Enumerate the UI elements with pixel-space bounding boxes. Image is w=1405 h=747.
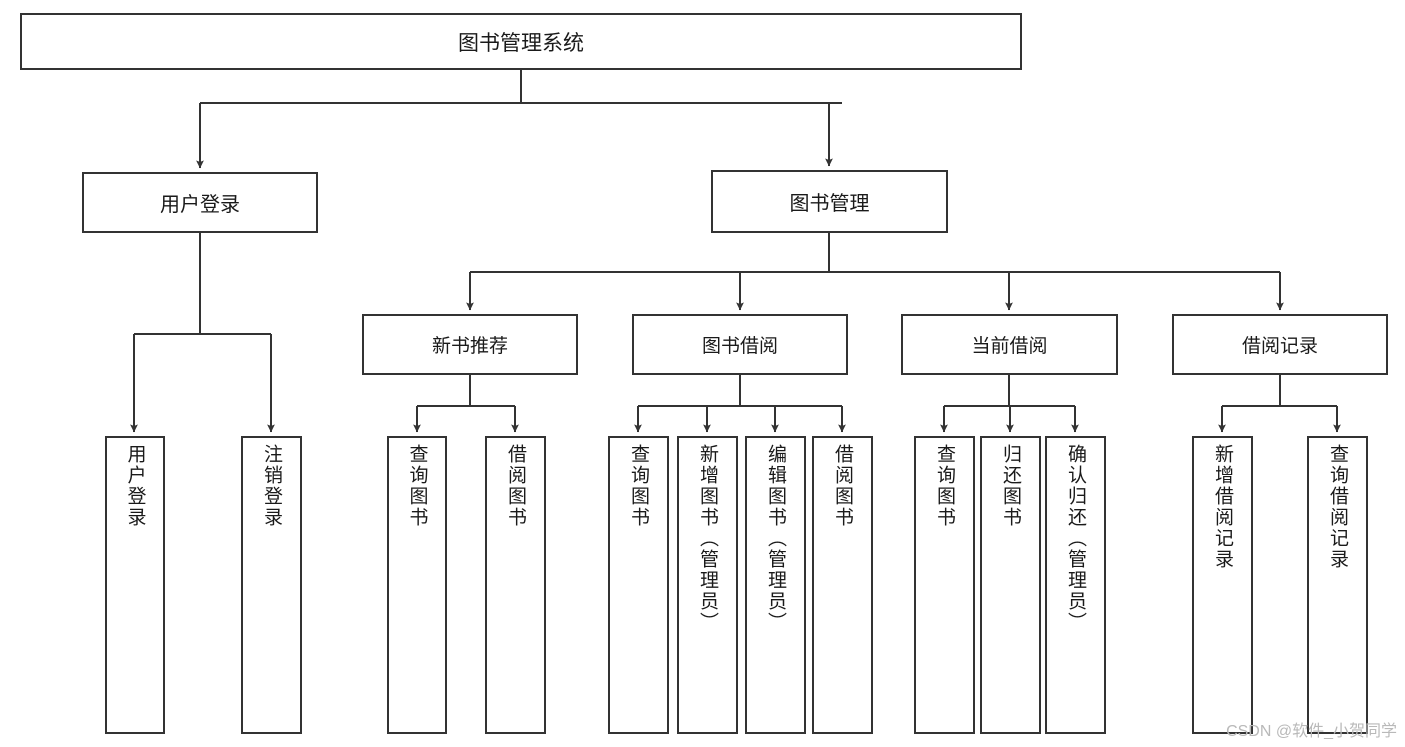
node-leaf-confirm-return-label: 确认归还（管理员）: [1065, 444, 1086, 633]
node-current-borrow[interactable]: 当前借阅: [901, 314, 1118, 375]
node-book-manage[interactable]: 图书管理: [711, 170, 948, 233]
node-leaf-user-login-label: 用户登录: [124, 444, 146, 528]
node-current-borrow-label: 当前借阅: [971, 336, 1048, 357]
node-leaf-query-book-1[interactable]: 查询图书: [387, 436, 447, 734]
node-leaf-query-book-1-label: 查询图书: [406, 444, 428, 528]
node-leaf-borrow-book-1[interactable]: 借阅图书: [485, 436, 546, 734]
node-leaf-add-book-label: 新增图书（管理员）: [697, 444, 718, 633]
node-book-manage-label: 图书管理: [789, 193, 870, 215]
node-leaf-add-record-label: 新增借阅记录: [1212, 444, 1233, 570]
node-leaf-confirm-return[interactable]: 确认归还（管理员）: [1045, 436, 1106, 734]
node-leaf-query-book-2[interactable]: 查询图书: [608, 436, 669, 734]
node-new-book-recommend-label: 新书推荐: [431, 336, 508, 357]
node-leaf-add-book[interactable]: 新增图书（管理员）: [677, 436, 738, 734]
node-new-book-recommend[interactable]: 新书推荐: [362, 314, 578, 375]
node-leaf-query-book-3[interactable]: 查询图书: [914, 436, 975, 734]
node-book-borrow-label: 图书借阅: [701, 336, 778, 357]
node-book-borrow[interactable]: 图书借阅: [632, 314, 848, 375]
node-leaf-edit-book[interactable]: 编辑图书（管理员）: [745, 436, 806, 734]
node-borrow-record-label: 借阅记录: [1241, 336, 1318, 357]
node-leaf-return-book-label: 归还图书: [1000, 444, 1021, 528]
node-root-label: 图书管理系统: [458, 31, 584, 55]
node-leaf-borrow-book-2-label: 借阅图书: [832, 444, 853, 528]
node-leaf-query-record-label: 查询借阅记录: [1327, 444, 1348, 570]
node-user-login[interactable]: 用户登录: [82, 172, 318, 233]
node-leaf-query-record[interactable]: 查询借阅记录: [1307, 436, 1368, 734]
node-leaf-return-book[interactable]: 归还图书: [980, 436, 1041, 734]
node-user-login-label: 用户登录: [160, 194, 240, 216]
node-leaf-borrow-book-1-label: 借阅图书: [505, 444, 526, 528]
node-leaf-query-book-2-label: 查询图书: [628, 444, 649, 528]
node-leaf-logout[interactable]: 注销登录: [241, 436, 302, 734]
node-leaf-user-login[interactable]: 用户登录: [105, 436, 165, 734]
node-borrow-record[interactable]: 借阅记录: [1172, 314, 1388, 375]
node-leaf-logout-label: 注销登录: [261, 444, 282, 528]
node-root[interactable]: 图书管理系统: [20, 13, 1022, 70]
node-leaf-query-book-3-label: 查询图书: [934, 444, 955, 528]
node-leaf-edit-book-label: 编辑图书（管理员）: [765, 444, 786, 633]
node-leaf-add-record[interactable]: 新增借阅记录: [1192, 436, 1253, 734]
node-leaf-borrow-book-2[interactable]: 借阅图书: [812, 436, 873, 734]
